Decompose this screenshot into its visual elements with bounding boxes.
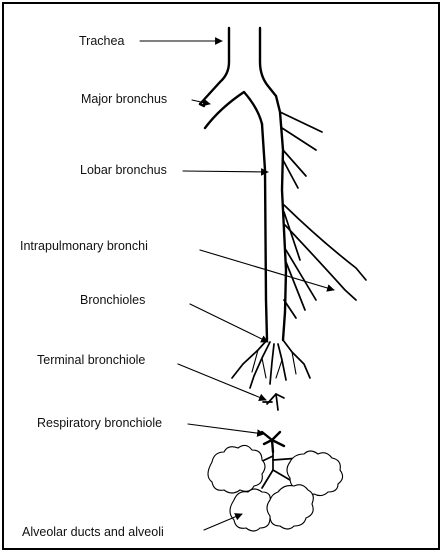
- label-major-bronchus: Major bronchus: [81, 92, 167, 106]
- label-terminal-bronchiole: Terminal bronchiole: [37, 353, 145, 367]
- trachea-shape: [200, 28, 276, 128]
- upper-right-branches: [280, 112, 322, 188]
- intrapulmonary-bronchi-shape: [284, 205, 366, 318]
- respiratory-bronchiole-leader: [188, 424, 264, 434]
- bronchioles-leader: [190, 304, 268, 342]
- left-bronchus-stub: [200, 104, 204, 106]
- bronchioles-shape: [232, 340, 310, 388]
- label-intrapulmonary-bronchi: Intrapulmonary bronchi: [20, 239, 148, 253]
- label-trachea: Trachea: [79, 34, 124, 48]
- alveolus-cluster-3: [230, 489, 273, 531]
- alveolus-cluster-1: [208, 445, 265, 493]
- label-alveolar-ducts-and-alveoli: Alveolar ducts and alveoli: [22, 525, 164, 539]
- alveoli-clusters: [208, 445, 343, 531]
- label-bronchioles: Bronchioles: [80, 293, 145, 307]
- label-lobar-bronchus: Lobar bronchus: [80, 163, 167, 177]
- lobar-bronchus-shape: [262, 96, 286, 340]
- alveolus-cluster-4: [267, 485, 313, 529]
- lobar-bronchus-leader: [183, 171, 268, 172]
- label-respiratory-bronchiole: Respiratory bronchiole: [37, 416, 162, 430]
- respiratory-bronchiole-shape: [262, 432, 284, 452]
- terminal-bronchiole-shape: [263, 394, 284, 410]
